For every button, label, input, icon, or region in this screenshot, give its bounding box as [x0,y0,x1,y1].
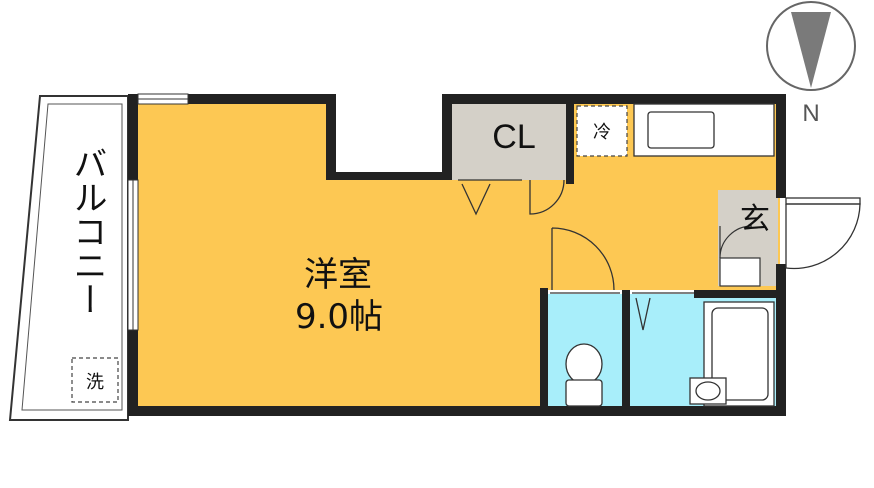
bathtub [703,301,775,407]
shoe-cabinet [719,225,761,287]
balcony-label: バルコニー [67,146,107,316]
fridge-space [576,105,628,157]
closet-doors [458,179,565,216]
kitchen-sink [633,103,775,157]
balcony-area [8,95,129,421]
balcony-window [127,179,139,331]
entrance-label: 玄 [740,202,770,237]
room-name-label: 洋室 [304,255,372,295]
western-room-floor [135,100,780,410]
fridge-label: 冷 [593,122,611,143]
compass-needle-icon [791,12,831,88]
entrance-door [785,197,861,270]
room-size-label: 9.0帖 [294,297,384,337]
closet-area [450,104,570,180]
north-label: N [802,100,820,127]
window-top-left [137,93,189,105]
wash-basin [689,377,727,405]
closet-label: CL [492,118,536,156]
walls [128,94,786,416]
compass [766,1,856,91]
toilet-fixture [565,343,603,407]
balcony-inner-line [21,103,123,411]
bathroom-doors [550,292,694,331]
washer-space [71,357,119,403]
washer-label: 洗 [86,372,104,393]
room-door [551,227,615,291]
